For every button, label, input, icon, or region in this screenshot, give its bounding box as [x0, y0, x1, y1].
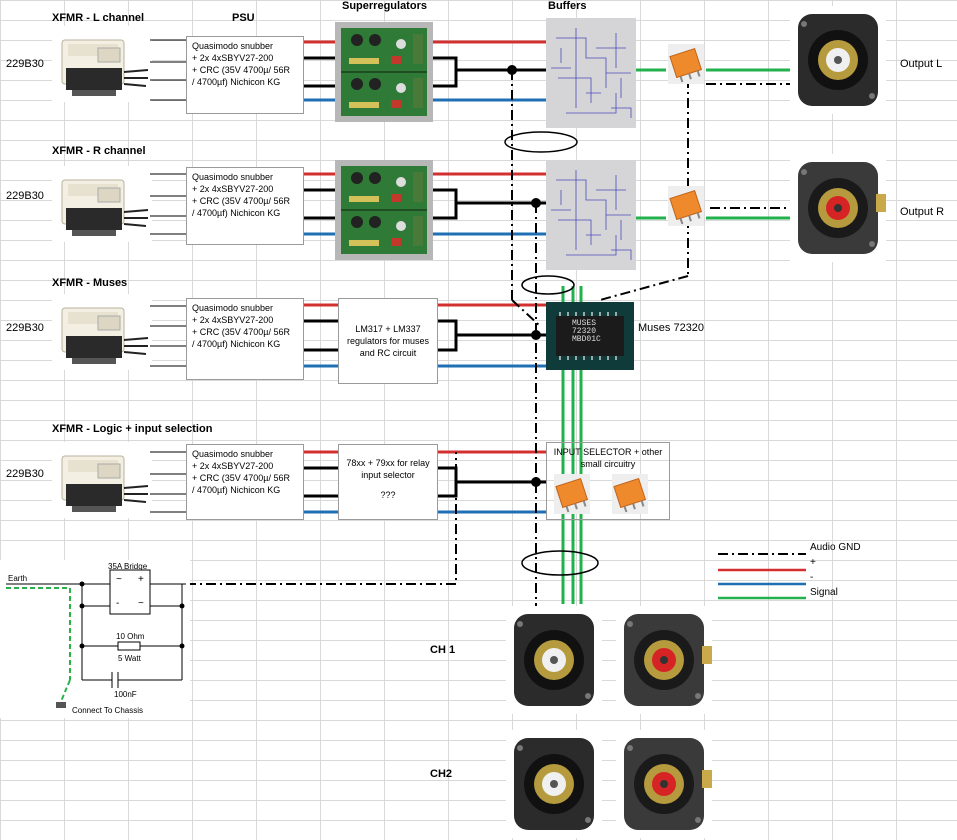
header-superregulators: Superregulators	[342, 0, 427, 12]
psu-line: + CRC (35V 4700µ/ 56R	[192, 473, 290, 483]
header-buffers: Buffers	[548, 0, 587, 12]
transformer-model-r: 229B30	[6, 190, 44, 202]
transformer-model-muses: 229B30	[6, 322, 44, 334]
psu-line: + CRC (35V 4700µ/ 56R	[192, 196, 290, 206]
rca-output-r	[790, 154, 886, 262]
transformer-l	[51, 25, 153, 103]
output-r-label: Output R	[900, 206, 945, 218]
buffer-schematic-r	[545, 159, 637, 271]
input-selector-box: INPUT SELECTOR + other small circuitry	[546, 442, 670, 520]
rca-output-l	[790, 6, 886, 114]
chip-marking: MUSES 72320 MBD01C	[572, 320, 601, 344]
bridge-ac1: ~	[116, 574, 122, 585]
muses-chip-label: Muses 72320	[638, 322, 705, 334]
bridge-plus: +	[138, 574, 144, 585]
psu-line: Quasimodo snubber	[192, 41, 274, 51]
psu-line: + 2x 4xSBYV27-200	[192, 53, 274, 63]
logic-regulator-box: 78xx + 79xx for relay input selector ???	[338, 444, 438, 520]
bridge-ac2: ~	[138, 598, 144, 609]
psu-box-muses: Quasimodo snubber + 2x 4xSBYV27-200 + CR…	[186, 298, 304, 380]
muses-regulator-box: LM317 + LM337 regulators for muses and R…	[338, 298, 438, 384]
output-relay-l	[667, 43, 705, 85]
input-selector-text: INPUT SELECTOR + other small circuitry	[553, 447, 663, 469]
psu-line: + CRC (35V 4700µ/ 56R	[192, 327, 290, 337]
earth-label: Earth	[8, 574, 28, 583]
psu-line: Quasimodo snubber	[192, 172, 274, 182]
header-xfmr-logic: XFMR - Logic + input selection	[52, 423, 213, 435]
transformer-model-l: 229B30	[6, 58, 44, 70]
rca-ch1-left	[506, 606, 602, 714]
output-l-label: Output L	[900, 58, 943, 70]
psu-line: + CRC (35V 4700µ/ 56R	[192, 65, 290, 75]
psu-line: / 4700µf) Nichicon KG	[192, 485, 281, 495]
resistor-power: 5 Watt	[118, 654, 141, 663]
rca-ch2-right	[616, 730, 712, 838]
chip-marking-line: MBD01C	[572, 335, 601, 344]
psu-line: / 4700µf) Nichicon KG	[192, 77, 281, 87]
psu-line: + 2x 4xSBYV27-200	[192, 315, 274, 325]
chip-marking-line: 72320	[572, 327, 597, 336]
earth-circuit	[0, 560, 190, 718]
output-relay-r	[667, 185, 705, 227]
ch2-label: CH2	[430, 768, 453, 780]
psu-line: / 4700µf) Nichicon KG	[192, 339, 281, 349]
transformer-logic	[51, 441, 153, 519]
psu-line: + 2x 4xSBYV27-200	[192, 184, 274, 194]
psu-line: Quasimodo snubber	[192, 449, 274, 459]
muses-chip	[546, 302, 634, 370]
legend-signal: Signal	[810, 587, 838, 598]
capacitor-label: 100nF	[114, 690, 137, 699]
logic-regulator-question: ???	[380, 490, 396, 500]
bridge-label: 35A Bridge	[108, 562, 148, 571]
chip-marking-line: MUSES	[572, 319, 597, 328]
header-psu: PSU	[232, 12, 255, 24]
header-xfmr-l: XFMR - L channel	[52, 12, 145, 24]
bridge-minus: -	[116, 598, 120, 609]
buffer-schematic-l	[545, 17, 637, 129]
legend-audio-gnd: Audio GND	[810, 542, 861, 553]
transformer-muses	[51, 293, 153, 371]
psu-box-l: Quasimodo snubber + 2x 4xSBYV27-200 + CR…	[186, 36, 304, 114]
resistor-label: 10 Ohm	[116, 632, 145, 641]
legend-negative: -	[810, 572, 814, 583]
superregulator-board-r	[334, 159, 434, 261]
transformer-r	[51, 165, 153, 243]
legend-positive: +	[810, 557, 816, 568]
transformer-model-logic: 229B30	[6, 468, 44, 480]
psu-box-r: Quasimodo snubber + 2x 4xSBYV27-200 + CR…	[186, 167, 304, 245]
superregulator-board-l	[334, 21, 434, 123]
rca-ch1-right	[616, 606, 712, 714]
psu-line: Quasimodo snubber	[192, 303, 274, 313]
chassis-label: Connect To Chassis	[72, 706, 143, 715]
psu-line: / 4700µf) Nichicon KG	[192, 208, 281, 218]
header-xfmr-r: XFMR - R channel	[52, 145, 146, 157]
header-xfmr-muses: XFMR - Muses	[52, 277, 128, 289]
psu-box-logic: Quasimodo snubber + 2x 4xSBYV27-200 + CR…	[186, 444, 304, 520]
logic-regulator-text: 78xx + 79xx for relay input selector	[346, 458, 430, 480]
ch1-label: CH 1	[430, 644, 456, 656]
rca-ch2-left	[506, 730, 602, 838]
psu-line: + 2x 4xSBYV27-200	[192, 461, 274, 471]
